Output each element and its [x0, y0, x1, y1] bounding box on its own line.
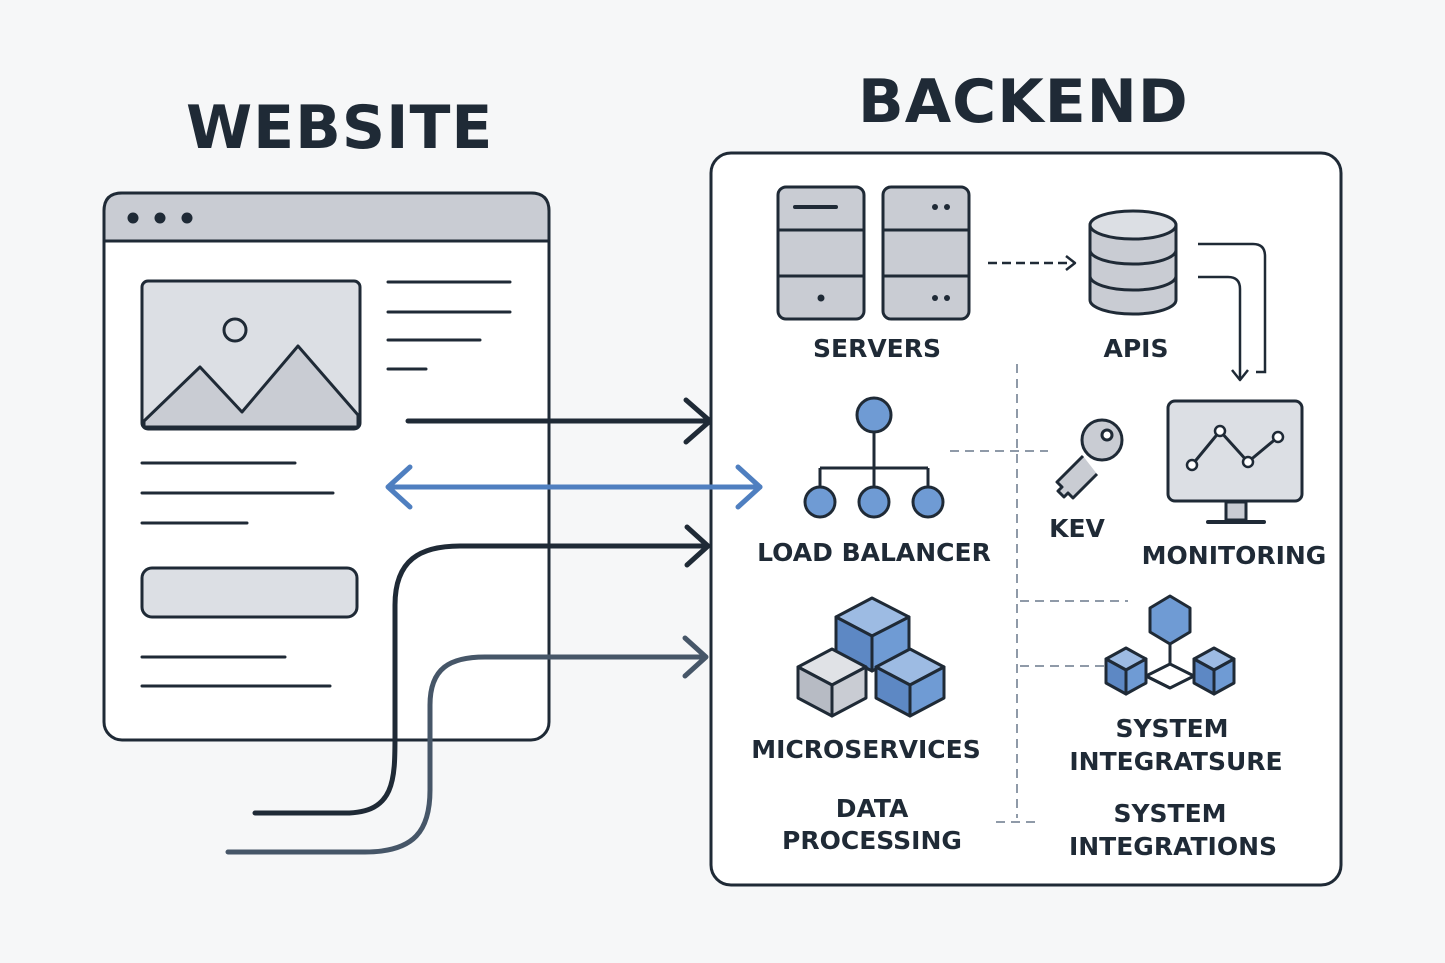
integration-b-label-line1: SYSTEM [1113, 799, 1226, 828]
image-placeholder-icon [140, 279, 362, 431]
monitoring-label: MONITORING [1142, 541, 1327, 570]
network-tree-icon [803, 396, 945, 519]
website-title: WEBSITE [186, 93, 493, 163]
integration-a-label-line2: INTEGRATSURE [1069, 747, 1282, 776]
key-icon [1055, 418, 1124, 500]
backend-title: BACKEND [858, 67, 1189, 137]
key-label: KEV [1049, 514, 1105, 543]
servers-to-apis-arrow [988, 255, 1077, 271]
apis-label: APIS [1104, 334, 1169, 363]
apis-to-monitoring-arrows [1198, 242, 1267, 382]
connection-arrows [225, 397, 763, 855]
dashed-separators [950, 364, 1128, 823]
cubes-icon [796, 596, 946, 718]
database-icon [1088, 209, 1178, 316]
microservices-label: MICROSERVICES [751, 735, 980, 764]
load-balancer-label: LOAD BALANCER [757, 538, 991, 567]
text-lines-placeholder [140, 280, 512, 688]
monitor-chart-icon [1166, 399, 1304, 524]
button-placeholder [140, 566, 359, 619]
integration-a-label-line1: SYSTEM [1115, 714, 1228, 743]
backend-panel [709, 151, 1343, 887]
data-processing-label-line1: DATA [836, 794, 909, 823]
data-processing-label-line2: PROCESSING [782, 826, 962, 855]
server-icon [776, 185, 971, 321]
integration-b-label-line2: INTEGRATIONS [1069, 832, 1277, 861]
hexagon-cubes-icon [1104, 594, 1236, 696]
servers-label: SERVERS [813, 334, 941, 363]
